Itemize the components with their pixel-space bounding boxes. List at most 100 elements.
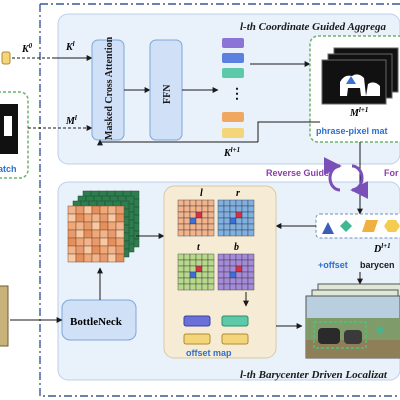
grid-cell	[248, 218, 254, 224]
grid-cell	[190, 218, 196, 224]
offset-token-2	[222, 316, 248, 326]
cube-cell	[92, 214, 100, 222]
grid-cell	[230, 200, 236, 206]
grid-cell	[248, 278, 254, 284]
ffn-label: FFN	[162, 84, 173, 104]
scene-image-stack	[306, 284, 400, 358]
grid-cell	[236, 200, 242, 206]
cube-cell	[84, 222, 92, 230]
grid-cell	[208, 266, 214, 272]
cube-cell	[116, 230, 124, 238]
grid-cell	[248, 206, 254, 212]
cube-cell	[100, 214, 108, 222]
grid-cell	[242, 272, 248, 278]
token-5	[222, 128, 244, 138]
cube-cell	[116, 206, 124, 214]
grid-cell	[190, 272, 196, 278]
grid-cell	[230, 224, 236, 230]
cube-cell	[100, 238, 108, 246]
grid-cell	[230, 272, 236, 278]
grid-cell	[178, 278, 184, 284]
grid-r	[218, 200, 254, 236]
grid-cell	[248, 284, 254, 290]
grid-cell	[230, 212, 236, 218]
grid-cell	[196, 206, 202, 212]
grid-cell	[178, 212, 184, 218]
cube-cell	[116, 254, 124, 262]
cube-cell	[76, 246, 84, 254]
grid-cell	[242, 230, 248, 236]
grid-cell	[236, 212, 242, 218]
grid-t	[178, 254, 214, 290]
grid-cell	[230, 218, 236, 224]
grid-cell	[184, 224, 190, 230]
grid-cell	[248, 266, 254, 272]
grid-cell	[230, 278, 236, 284]
grid-cell	[218, 272, 224, 278]
grid-cell	[196, 260, 202, 266]
grid-cell	[202, 260, 208, 266]
grid-cell	[196, 284, 202, 290]
grid-cell	[236, 254, 242, 260]
grid-cell	[230, 230, 236, 236]
grid-cell	[208, 230, 214, 236]
grid-cell	[178, 200, 184, 206]
cube-cell	[84, 254, 92, 262]
grid-cell	[184, 278, 190, 284]
grid-cell	[202, 284, 208, 290]
elephant-silhouette	[318, 328, 340, 344]
grid-cell	[248, 230, 254, 236]
grid-cell	[202, 278, 208, 284]
cube-cell	[92, 206, 100, 214]
token-3	[222, 68, 244, 78]
grid-cell	[202, 218, 208, 224]
grid-cell	[218, 206, 224, 212]
cube-cell	[84, 238, 92, 246]
plus-offset-label: +offset	[318, 260, 348, 270]
grid-cell	[236, 278, 242, 284]
grid-cell	[218, 230, 224, 236]
grid-cell	[184, 254, 190, 260]
grid-b	[218, 254, 254, 290]
grid-cell	[196, 200, 202, 206]
mask-image-stack	[322, 48, 398, 104]
grid-cell	[224, 278, 230, 284]
grid-cell	[208, 284, 214, 290]
grid-cell	[178, 218, 184, 224]
grid-cell	[184, 230, 190, 236]
grid-cell	[218, 224, 224, 230]
cube-cell	[100, 246, 108, 254]
cube-cell	[108, 230, 116, 238]
left-panel-label: atch	[0, 164, 17, 174]
grid-cell	[202, 206, 208, 212]
grid-cell	[236, 230, 242, 236]
grid-cell	[190, 254, 196, 260]
grid-cell	[218, 278, 224, 284]
cube-cell	[92, 222, 100, 230]
cube-cell	[76, 238, 84, 246]
grid-cell	[248, 224, 254, 230]
cube-cell	[116, 214, 124, 222]
grid-cell	[178, 224, 184, 230]
cube-cell	[92, 238, 100, 246]
cube-cell	[92, 246, 100, 254]
grid-cell	[236, 260, 242, 266]
grid-cell	[242, 278, 248, 284]
bottleneck-label: BottleNeck	[70, 316, 123, 328]
cube-cell	[68, 238, 76, 246]
feature-cube	[68, 191, 139, 262]
masked-cross-attention-label: Masked Cross Attention	[104, 36, 115, 140]
grid-cell	[242, 254, 248, 260]
offset-map-label: offset map	[186, 348, 232, 358]
grid-cell	[184, 272, 190, 278]
grid-cell	[242, 266, 248, 272]
grid-label-l: l	[200, 188, 203, 199]
grid-cell	[202, 266, 208, 272]
grid-cell	[242, 200, 248, 206]
top-module-title: l-th Coordinate Guided Aggrega	[240, 21, 386, 33]
grid-cell	[242, 212, 248, 218]
grid-cell	[218, 212, 224, 218]
cube-cell	[116, 246, 124, 254]
k0-label: K0	[21, 42, 33, 55]
grid-cell	[224, 254, 230, 260]
